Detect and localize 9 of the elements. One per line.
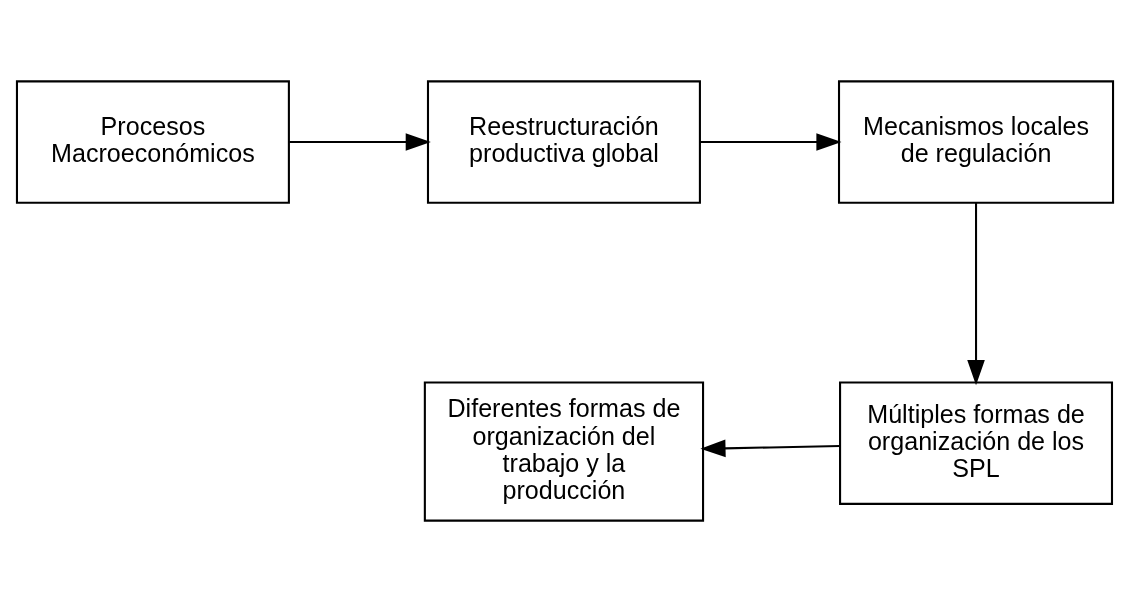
arrow — [289, 132, 431, 151]
arrow — [967, 202, 985, 385]
node-box: Mecanismos locales de regulación — [837, 79, 1115, 204]
node-box: Diferentes formas de organización del trabajo y la producción — [423, 381, 705, 522]
node-box: Reestructuración productiva global — [426, 79, 701, 204]
node-box: Procesos Macroeconómicos — [15, 79, 290, 204]
arrow — [700, 132, 842, 151]
node-box: Múltiples formas de organización de los SPL — [839, 381, 1114, 505]
arrow — [700, 439, 840, 457]
